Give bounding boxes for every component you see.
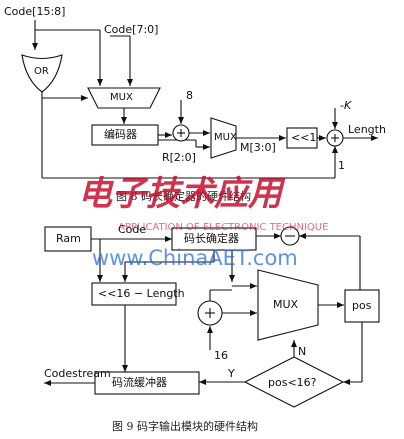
mux-fig9-shape [257, 269, 319, 341]
fig8-caption: 图 8 码长确定器的硬件结构 [116, 190, 251, 203]
decision-diamond [243, 356, 345, 408]
fig9-caption: 图 9 码字输出模块的硬件结构 [112, 420, 258, 433]
m-bus-label: M[3:0] [240, 141, 276, 154]
pos-box [344, 289, 380, 323]
ram-label: Ram [56, 232, 81, 245]
code-lo-label: Code[7:0] [104, 23, 159, 36]
mux2-label: MUX [214, 132, 237, 143]
mux1-shape [87, 87, 161, 109]
shift-label: <<1 [291, 131, 317, 144]
mux-fig9-label: MUX [273, 298, 299, 311]
y-label: Y [228, 367, 235, 380]
const-1-label: 1 [338, 159, 345, 172]
shift-length-box [91, 282, 177, 306]
length-output-label: Length [348, 123, 386, 136]
codestream-label: Codestream [44, 367, 111, 380]
length-determiner-label: 码长确定器 [184, 232, 239, 245]
watermark-logo: 电子技术应用 [78, 174, 282, 214]
or-gate-shape [21, 54, 63, 93]
decision-label: pos<16? [268, 376, 317, 389]
or-gate-label: OR [34, 66, 49, 77]
const-8-label: 8 [186, 89, 193, 102]
encoder-label: 编码器 [104, 128, 137, 141]
code-in-label: Code [118, 223, 147, 236]
watermark-sub: APPLICATION OF ELECTRONIC TECHNIQUE [118, 222, 329, 233]
mux2-shape [210, 117, 237, 159]
shift-length-label: <<16 − Length [98, 287, 185, 300]
neg-k-label: -K [340, 99, 352, 112]
pos-label: pos [352, 299, 372, 312]
mux1-label: MUX [110, 92, 133, 103]
code-hi-label: Code[15:8] [4, 5, 66, 18]
n-label: N [298, 345, 307, 358]
watermark-url: www.ChinaAET.com [92, 246, 298, 270]
r-bus-label: R[2:0] [162, 151, 196, 164]
buffer-label: 码流缓冲器 [112, 376, 167, 389]
const-16-label: 16 [214, 349, 228, 362]
